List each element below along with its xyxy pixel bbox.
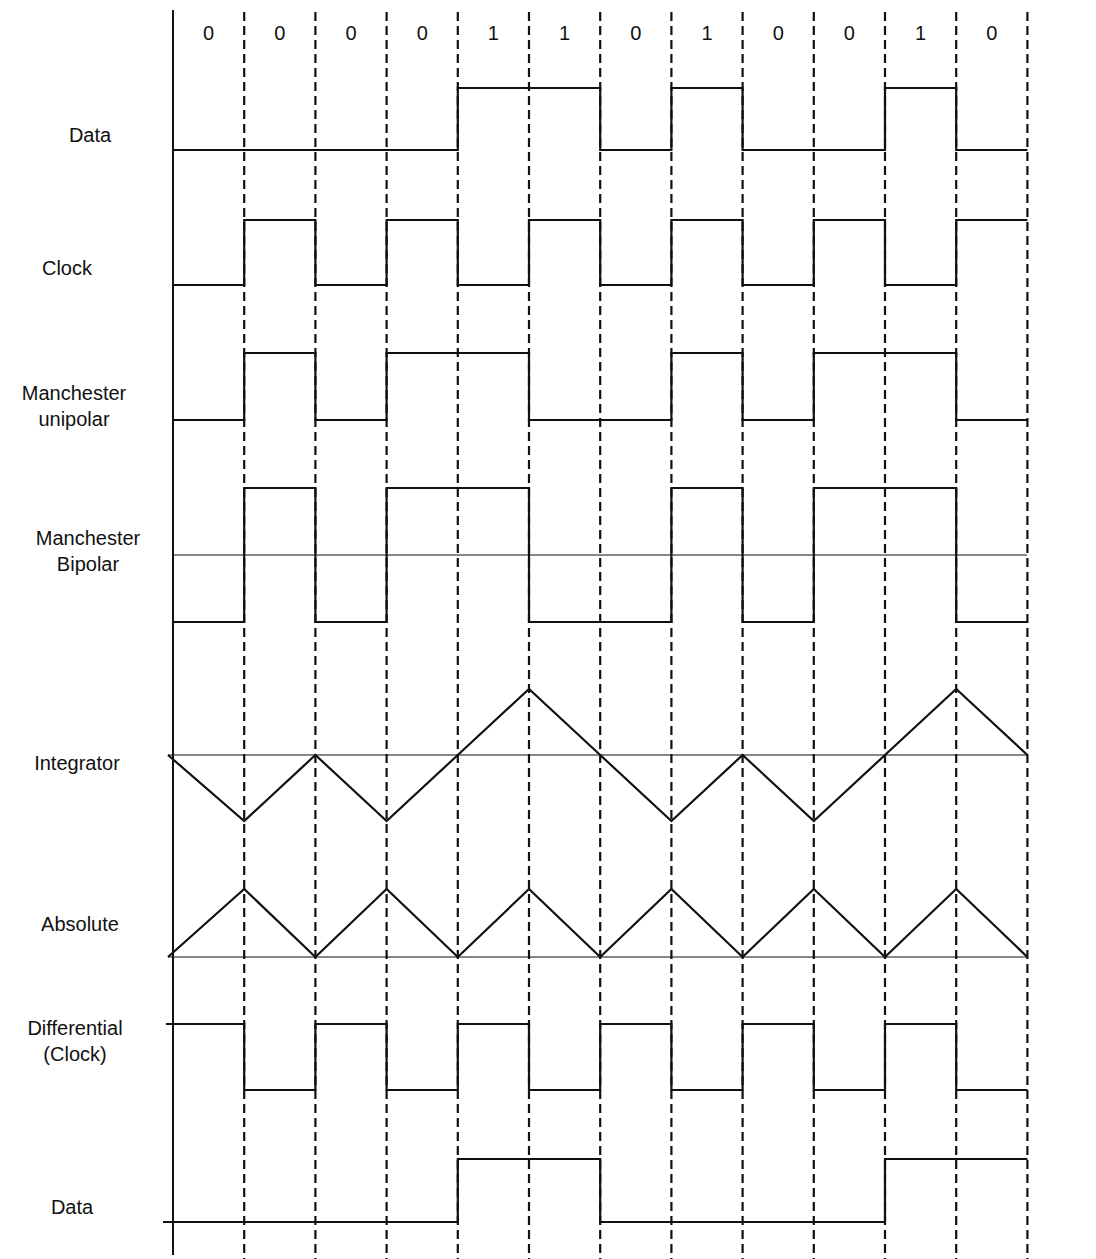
bit-value: 1 <box>473 20 513 46</box>
clock-waveform <box>173 220 1027 285</box>
zero-line <box>168 956 1027 957</box>
data-waveform <box>173 88 1027 150</box>
bit-value: 0 <box>616 20 656 46</box>
zero-line <box>168 754 1027 755</box>
bit-value: 0 <box>972 20 1012 46</box>
signal-name: Differential (Clock) <box>10 1015 140 1067</box>
signal-name: Data <box>12 1194 132 1220</box>
bit-value: 1 <box>545 20 585 46</box>
bit-value: 0 <box>189 20 229 46</box>
bit-value: 1 <box>687 20 727 46</box>
bit-value: 0 <box>402 20 442 46</box>
signal-name: Absolute <box>10 911 150 937</box>
bit-value: 0 <box>260 20 300 46</box>
signal-name: Integrator <box>7 750 147 776</box>
bit-value: 0 <box>331 20 371 46</box>
differential-clock-waveform <box>166 1024 1027 1090</box>
bit-value: 0 <box>829 20 869 46</box>
manchester-bipolar-waveform <box>173 488 1027 622</box>
signal-name: Manchester unipolar <box>4 380 144 432</box>
bit-boundary <box>1026 12 1028 1259</box>
integrator-waveform <box>168 689 1027 821</box>
bit-value: 0 <box>758 20 798 46</box>
absolute-waveform <box>168 889 1027 957</box>
signal-name: Data <box>30 122 150 148</box>
signal-name: Manchester Bipolar <box>18 525 158 577</box>
manchester-unipolar-waveform <box>173 353 1027 420</box>
zero-line <box>173 554 1027 555</box>
bit-value: 1 <box>901 20 941 46</box>
time-axis <box>172 10 174 1255</box>
signal-name: Clock <box>7 255 127 281</box>
recovered-data-waveform <box>163 1159 1027 1222</box>
